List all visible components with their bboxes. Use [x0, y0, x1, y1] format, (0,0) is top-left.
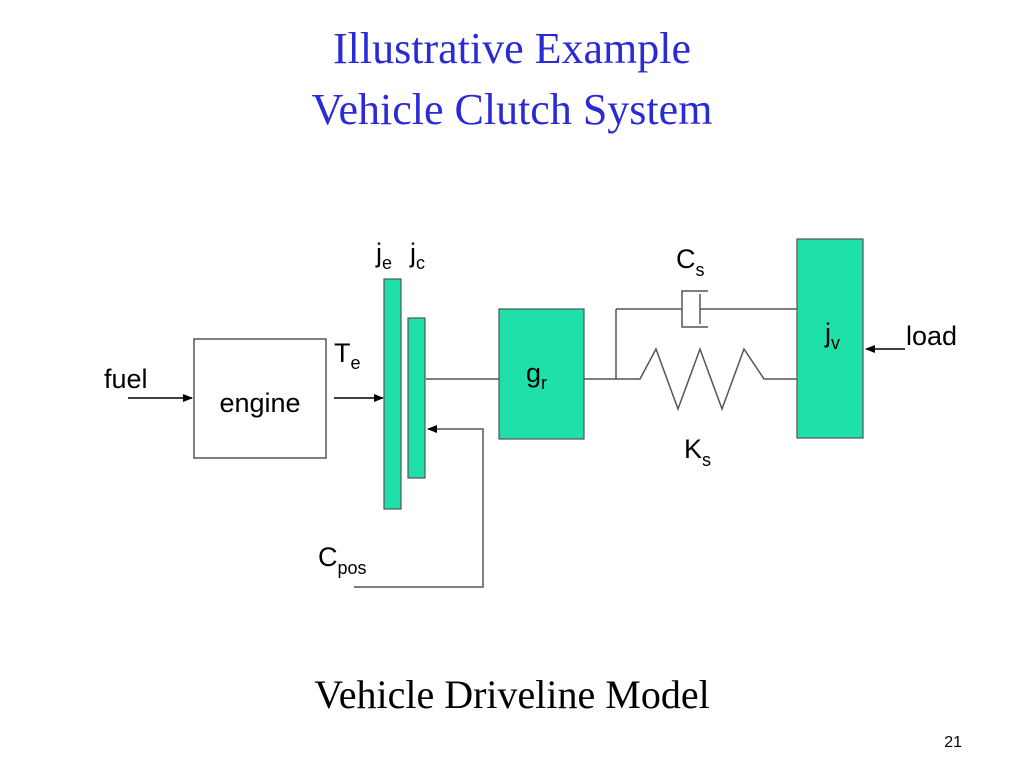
slide-title-line1: Illustrative Example: [333, 24, 691, 73]
engine-torque-label: Te: [334, 338, 361, 373]
stiffness-label: Ks: [684, 434, 711, 470]
clutch-inertia-label: jc: [409, 238, 425, 273]
spring: [616, 346, 797, 412]
clutch-position-line: [354, 425, 484, 588]
engine-inertia-plate: [383, 278, 402, 510]
engine-block: [193, 338, 327, 459]
vehicle-inertia-label: jv: [824, 318, 840, 353]
damping-label: Cs: [676, 244, 705, 280]
engine-inertia-label: je: [375, 238, 392, 273]
clutch-plate: [407, 317, 426, 479]
page-number: 21: [944, 734, 962, 751]
gear-ratio-block: [498, 308, 585, 440]
damper: [616, 290, 797, 328]
fuel-label: fuel: [104, 364, 148, 394]
engine-label: engine: [219, 388, 300, 418]
clutch-position-label: Cpos: [318, 542, 367, 578]
gear-ratio-label: gr: [526, 358, 547, 393]
vehicle-inertia-block: [796, 238, 864, 439]
diagram-caption: Vehicle Driveline Model: [314, 672, 710, 717]
slide-title-line2: Vehicle Clutch System: [311, 85, 713, 134]
load-label: load: [906, 321, 957, 351]
